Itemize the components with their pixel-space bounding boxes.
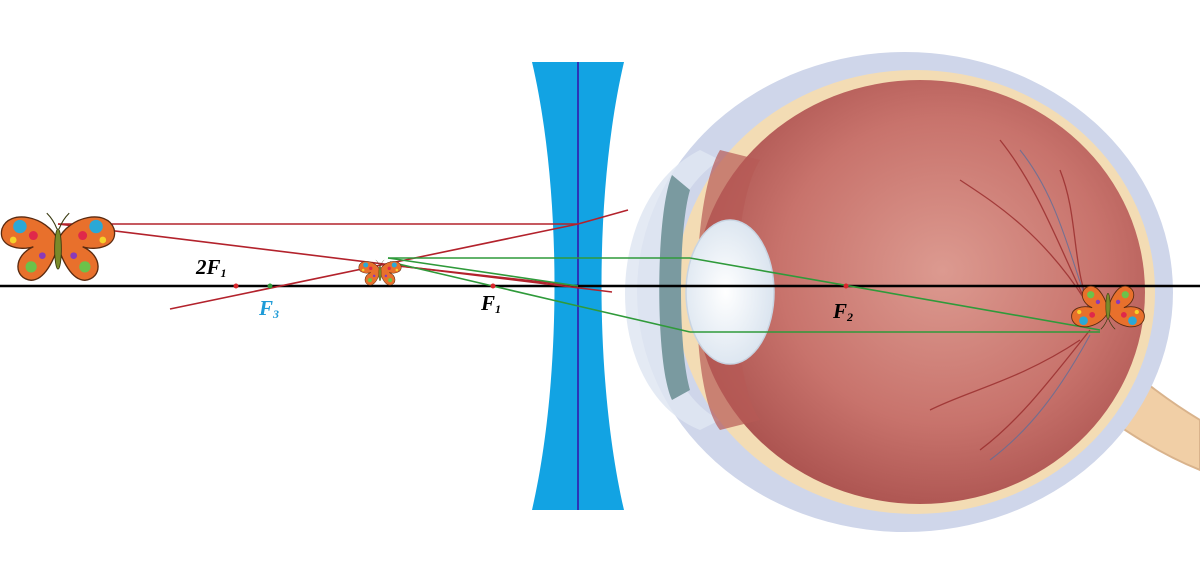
point-f1 bbox=[490, 283, 496, 289]
label-f3: F3 bbox=[258, 296, 279, 321]
ray-center bbox=[57, 223, 613, 293]
cornea bbox=[625, 150, 720, 430]
focal-points bbox=[233, 283, 849, 289]
iris bbox=[659, 175, 690, 400]
retinal-vessels bbox=[929, 139, 1096, 451]
eyeball bbox=[625, 52, 1200, 532]
eye-interior bbox=[695, 80, 1145, 504]
point-2f1 bbox=[233, 283, 239, 289]
green-rays bbox=[387, 257, 1101, 333]
label-f1: F1 bbox=[480, 291, 501, 316]
crystalline-lens bbox=[685, 219, 775, 365]
red-rays bbox=[57, 209, 629, 310]
label-f2: F2 bbox=[832, 299, 853, 324]
point-f3 bbox=[267, 283, 273, 289]
label-2f1: 2F1 bbox=[195, 255, 227, 280]
ray-diverged-ext bbox=[577, 209, 629, 225]
point-f2 bbox=[843, 283, 849, 289]
